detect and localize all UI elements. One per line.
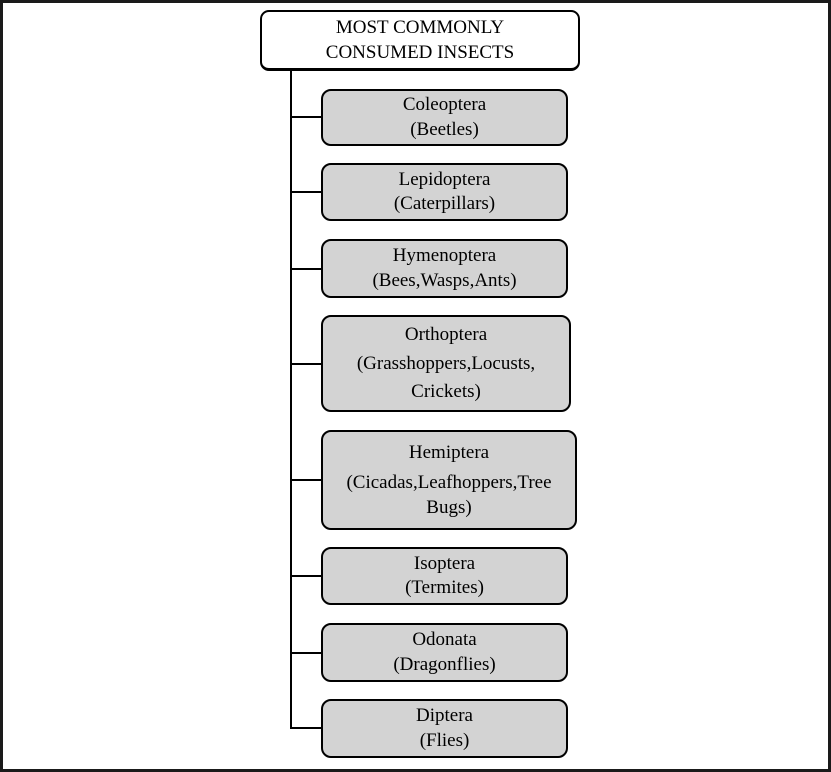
node-odonata: Odonata (Dragonflies): [321, 623, 568, 682]
common-name-line-2: Bugs): [426, 496, 472, 518]
order-name: Coleoptera: [402, 94, 487, 116]
common-name-line-2: Crickets): [411, 380, 481, 402]
node-diptera: Diptera (Flies): [321, 699, 568, 758]
connector-stub-coleoptera: [290, 116, 321, 118]
node-orthoptera: Orthoptera (Grasshoppers,Locusts, Cricke…: [321, 315, 571, 412]
order-name: Hemiptera: [408, 441, 490, 463]
connector-stub-lepidoptera: [290, 191, 321, 193]
connector-stub-hemiptera: [290, 479, 321, 481]
node-hymenoptera: Hymenoptera (Bees,Wasps,Ants): [321, 239, 568, 298]
node-lepidoptera: Lepidoptera (Caterpillars): [321, 163, 568, 221]
common-name: (Beetles): [410, 118, 479, 140]
connector-stub-isoptera: [290, 575, 321, 577]
node-coleoptera: Coleoptera (Beetles): [321, 89, 568, 146]
connector-trunk-line: [290, 70, 292, 729]
common-name-line-1: (Cicadas,Leafhoppers,Tree: [346, 472, 552, 493]
order-name: Odonata: [412, 629, 477, 650]
connector-stub-orthoptera: [290, 363, 321, 365]
node-hemiptera: Hemiptera (Cicadas,Leafhoppers,Tree Bugs…: [321, 430, 577, 530]
order-name: Diptera: [416, 705, 473, 726]
root-title-line-1: MOST COMMONLY: [335, 17, 505, 38]
common-name: (Termites): [405, 577, 484, 599]
common-name: (Flies): [419, 730, 470, 751]
node-isoptera: Isoptera (Termites): [321, 547, 568, 605]
connector-stub-hymenoptera: [290, 268, 321, 270]
root-title-line-2: CONSUMED INSECTS: [325, 42, 515, 63]
order-name: Hymenoptera: [392, 245, 497, 266]
root-node: MOST COMMONLY CONSUMED INSECTS: [260, 10, 580, 71]
common-name: (Dragonflies): [393, 654, 496, 675]
common-name: (Caterpillars): [393, 193, 496, 215]
order-name: Lepidoptera: [398, 168, 491, 190]
order-name: Orthoptera: [404, 324, 488, 346]
connector-stub-diptera: [290, 727, 321, 729]
common-name-line-1: (Grasshoppers,Locusts,: [356, 352, 536, 374]
order-name: Isoptera: [413, 552, 476, 574]
common-name: (Bees,Wasps,Ants): [372, 270, 517, 291]
connector-stub-odonata: [290, 652, 321, 654]
